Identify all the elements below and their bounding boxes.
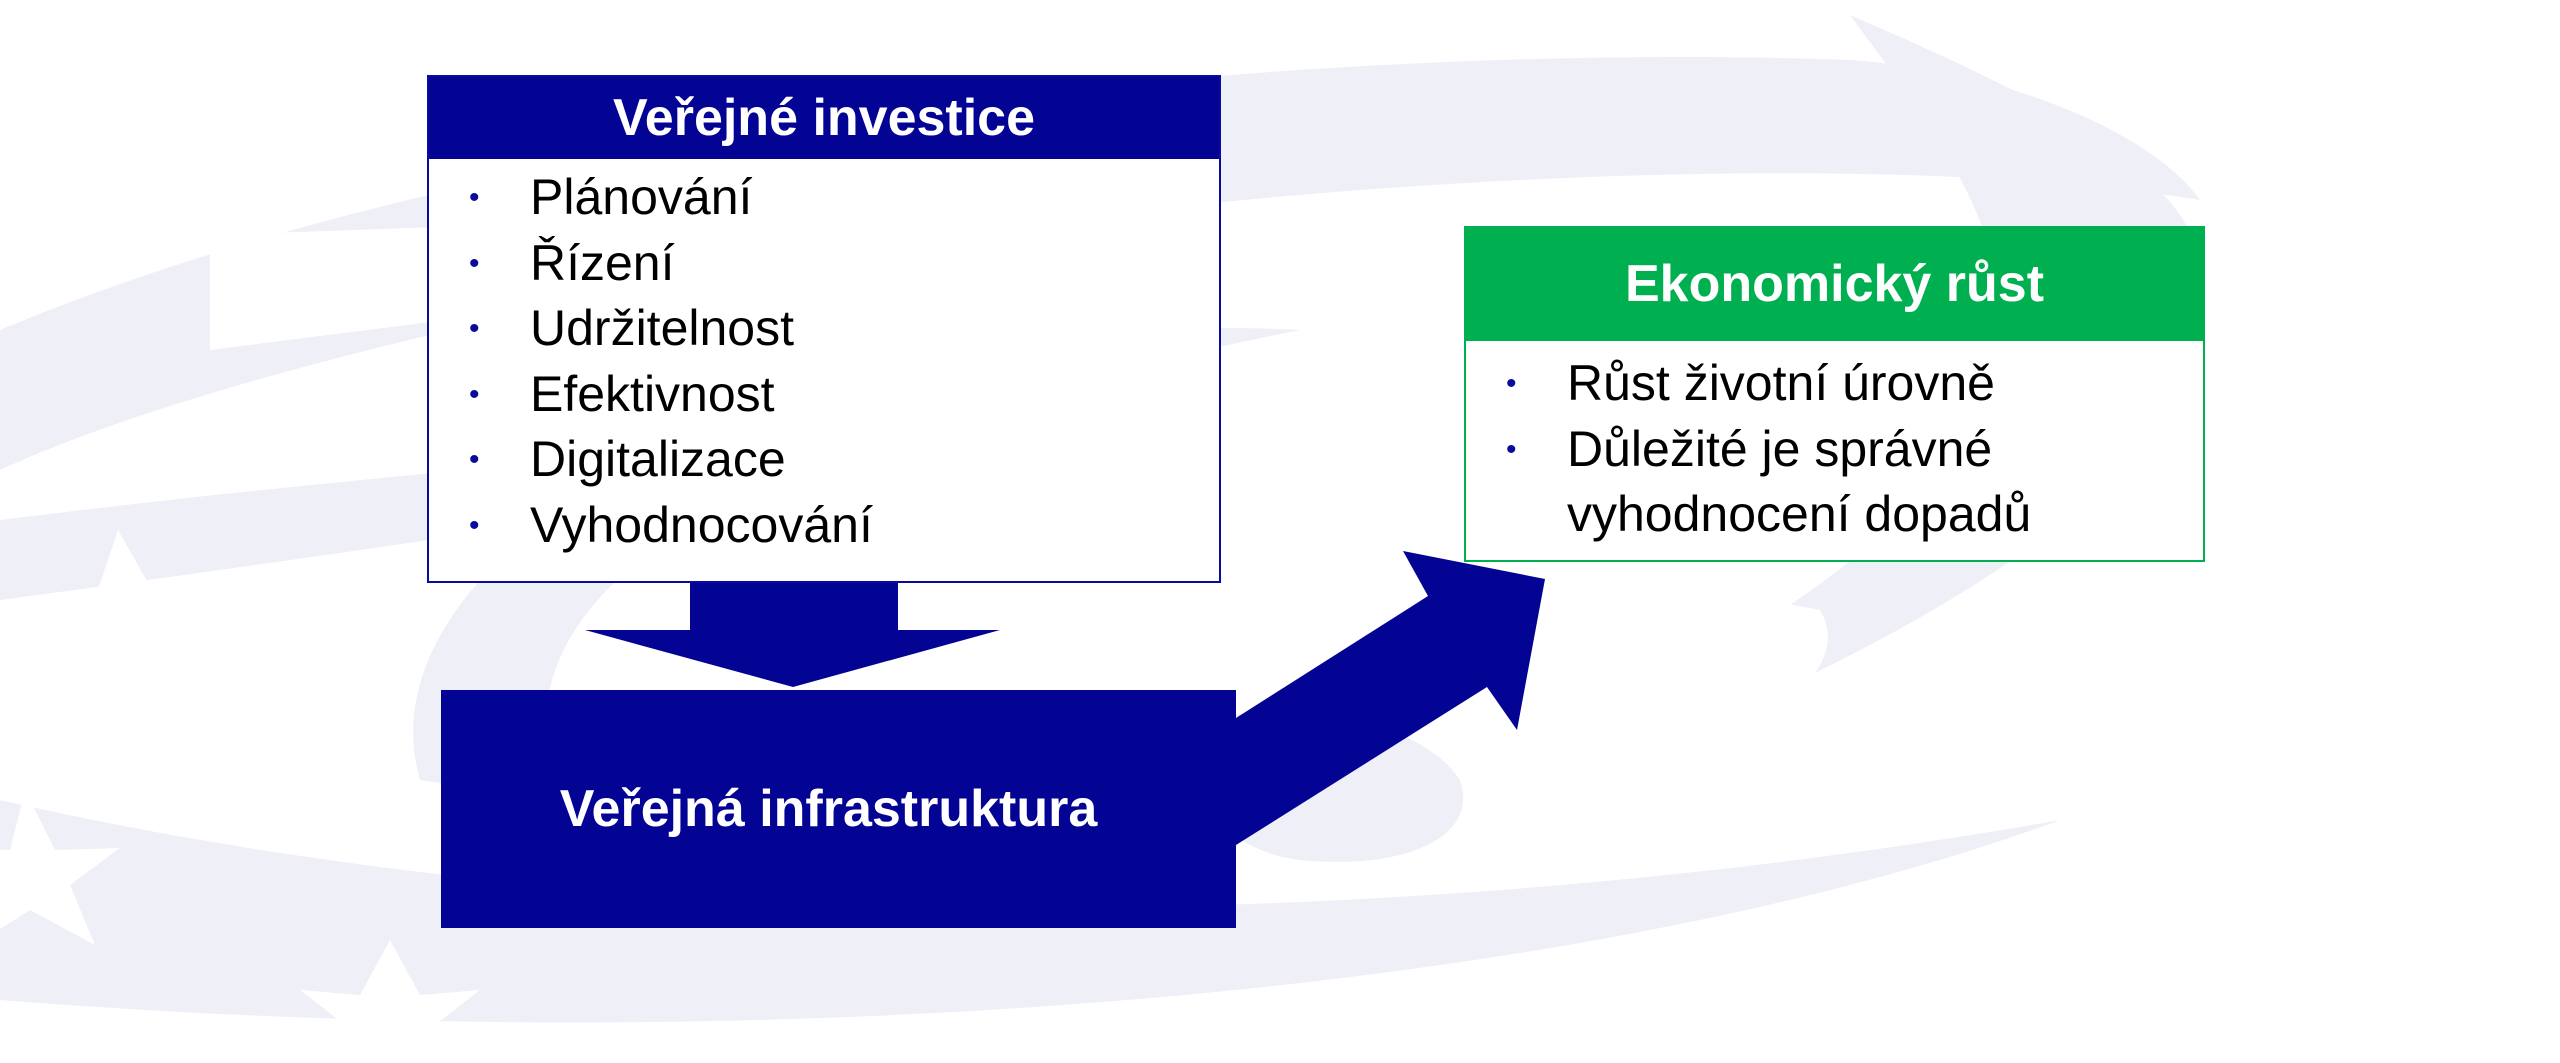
list-item-label: Růst životní úrovně [1567, 355, 1995, 411]
list-item-label: Vyhodnocování [530, 496, 873, 553]
list-item: • Plánování [429, 165, 1219, 231]
public-infrastructure-box: Veřejná infrastruktura [441, 690, 1236, 928]
list-item-label: Plánování [530, 169, 753, 225]
public-infrastructure-title: Veřejná infrastruktura [559, 780, 1098, 838]
list-item-label: Řízení [530, 234, 675, 291]
bullet-icon: • [1506, 432, 1517, 466]
economic-growth-list: • Růst životní úrovně • Důležité je správn… [1466, 341, 2203, 548]
public-investment-title: Veřejné investice [429, 77, 1219, 159]
bullet-icon: • [469, 246, 480, 280]
economic-growth-title: Ekonomický růst [1466, 228, 2203, 341]
bullet-icon: • [469, 377, 480, 411]
public-investment-box: Veřejné investice • Plánování • Řízení • Ud… [427, 75, 1221, 583]
bullet-icon: • [469, 508, 480, 542]
economic-growth-box: Ekonomický růst • Růst životní úrovně • Dů… [1464, 226, 2205, 562]
list-item: • Udržitelnost [429, 296, 1219, 362]
list-item-label: Efektivnost [530, 365, 775, 422]
public-investment-list: • Plánování • Řízení • Udržitelnost • Efekti… [429, 159, 1219, 558]
bullet-icon: • [469, 443, 480, 476]
list-item-label: Důležité je správné vyhodnocení dopadů [1567, 420, 2032, 543]
bullet-icon: • [469, 181, 480, 214]
list-item: • Důležité je správné vyhodnocení dopadů [1466, 417, 2203, 548]
bullet-icon: • [469, 312, 480, 345]
list-item-label: Digitalizace [530, 431, 786, 487]
list-item: • Růst životní úrovně [1466, 351, 2203, 417]
list-item: • Digitalizace [429, 427, 1219, 493]
list-item-label: Udržitelnost [530, 300, 794, 356]
list-item: • Řízení [429, 231, 1219, 297]
bullet-icon: • [1506, 367, 1517, 400]
list-item: • Vyhodnocování [429, 493, 1219, 559]
list-item: • Efektivnost [429, 362, 1219, 428]
